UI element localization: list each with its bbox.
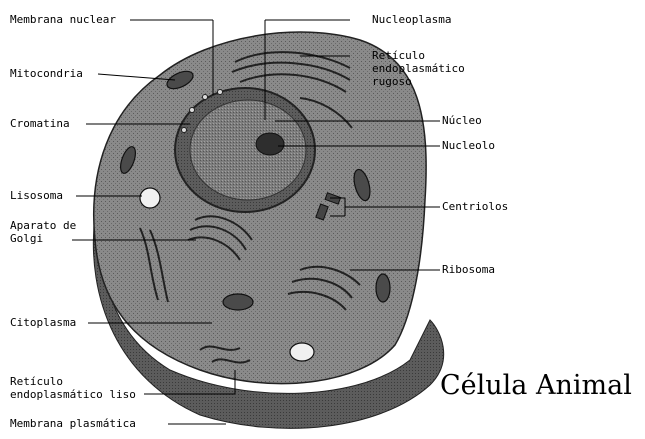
label-aparato-golgi-line2: Golgi — [10, 233, 43, 245]
label-reticulo-rugoso-line2: endoplasmático — [372, 63, 465, 75]
label-reticulo-liso-line2: endoplasmático liso — [10, 389, 136, 401]
label-nucleoplasma: Nucleoplasma — [372, 14, 451, 26]
nucleus — [175, 88, 315, 212]
label-reticulo-rugoso-line3: rugoso — [372, 76, 412, 88]
label-centriolos: Centriolos — [442, 201, 508, 213]
label-membrana-plasmatica: Membrana plasmática — [10, 418, 136, 430]
label-reticulo-rugoso-line1: Retículo — [372, 50, 425, 62]
label-membrana-nuclear: Membrana nuclear — [10, 14, 116, 26]
label-mitocondria: Mitocondria — [10, 68, 83, 80]
label-citoplasma: Citoplasma — [10, 317, 76, 329]
label-nucleolo: Nucleolo — [442, 140, 495, 152]
label-nucleo: Núcleo — [442, 115, 482, 127]
label-reticulo-liso-line1: Retículo — [10, 376, 63, 388]
label-aparato-golgi-line1: Aparato de — [10, 220, 76, 232]
diagram-title: Célula Animal — [440, 370, 632, 401]
label-cromatina: Cromatina — [10, 118, 70, 130]
label-ribosoma: Ribosoma — [442, 264, 495, 276]
label-lisosoma: Lisosoma — [10, 190, 63, 202]
